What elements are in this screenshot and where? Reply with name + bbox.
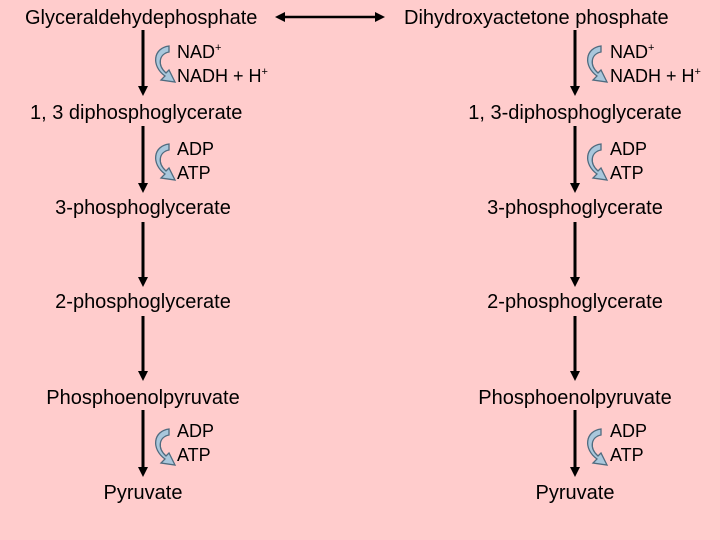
left-cofactor-3-in: ADP — [177, 421, 215, 441]
left-curved-arrow-3-icon — [154, 428, 176, 466]
left-cofactor-2-in: ADP — [177, 139, 215, 159]
right-cofactor-3-in: ADP — [610, 421, 648, 441]
left-cofactor-1-in: NAD+ — [177, 42, 222, 62]
left-cofactor-3: ADP ATP — [177, 419, 214, 467]
left-cofactor-1-out: NADH + H+ — [177, 66, 268, 86]
left-step-2: 3-phosphoglycerate — [55, 197, 231, 219]
right-curved-arrow-1-icon — [586, 45, 608, 83]
right-cofactor-1-in: NAD+ — [610, 42, 655, 62]
right-step-5: Pyruvate — [535, 482, 615, 504]
right-step-4: Phosphoenolpyruvate — [478, 387, 672, 409]
left-step-4: Phosphoenolpyruvate — [46, 387, 240, 409]
right-step-3: 2-phosphoglycerate — [487, 291, 663, 313]
right-cofactor-1-out: NADH + H+ — [610, 66, 701, 86]
right-step-2: 3-phosphoglycerate — [487, 197, 663, 219]
right-cofactor-2-out: ATP — [610, 163, 644, 183]
left-cofactor-1: NAD+ NADH + H+ — [177, 40, 268, 88]
right-curved-arrow-2-icon — [586, 143, 608, 181]
left-step-1: 1, 3 diphosphoglycerate — [30, 102, 243, 124]
left-cofactor-2: ADP ATP — [177, 137, 214, 185]
glyceraldehydephosphate-label: Glyceraldehydephosphate — [25, 7, 258, 29]
right-curved-arrow-3-icon — [586, 428, 608, 466]
right-cofactor-1: NAD+ NADH + H+ — [610, 40, 701, 88]
right-cofactor-2-in: ADP — [610, 139, 648, 159]
right-cofactor-2: ADP ATP — [610, 137, 647, 185]
right-step-1: 1, 3-diphosphoglycerate — [468, 102, 682, 124]
dihydroxyacetone-phosphate-label: Dihydroxyactetone phosphate — [404, 7, 669, 29]
right-cofactor-3: ADP ATP — [610, 419, 647, 467]
left-curved-arrow-1-icon — [154, 45, 176, 83]
left-cofactor-2-out: ATP — [177, 163, 211, 183]
left-step-5: Pyruvate — [103, 482, 183, 504]
left-step-3: 2-phosphoglycerate — [55, 291, 231, 313]
left-cofactor-3-out: ATP — [177, 445, 211, 465]
left-curved-arrow-2-icon — [154, 143, 176, 181]
right-cofactor-3-out: ATP — [610, 445, 644, 465]
